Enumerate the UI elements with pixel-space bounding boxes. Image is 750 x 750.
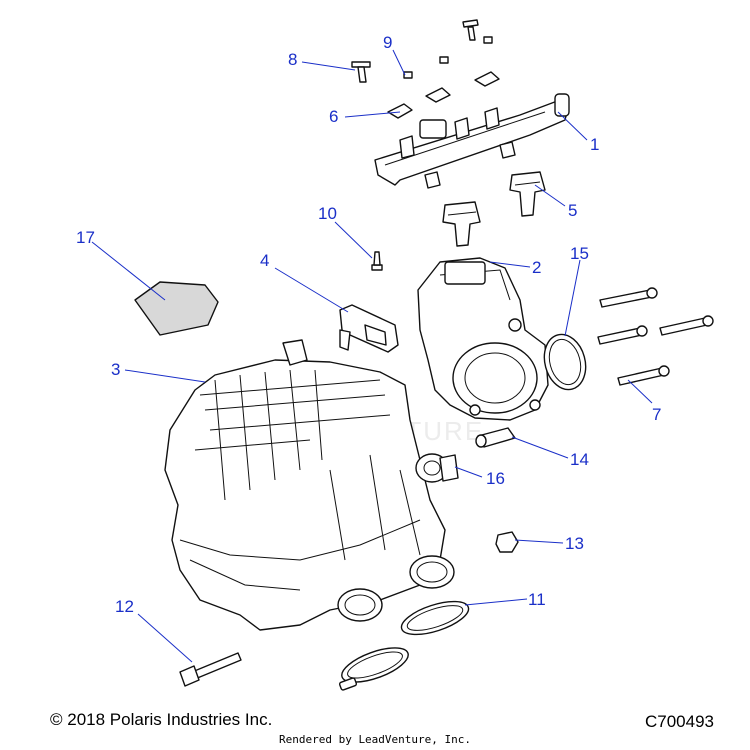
part-5-fuel-injector (442, 171, 546, 247)
callout-labels: 1 2 3 4 5 6 7 8 9 10 11 12 13 14 15 16 1… (76, 33, 661, 616)
callout-13: 13 (565, 534, 584, 553)
callout-14: 14 (570, 450, 589, 469)
callout-1: 1 (590, 135, 599, 154)
rendered-by-text: Rendered by LeadVenture, Inc. (278, 733, 472, 746)
part-4-sensor (339, 304, 399, 353)
callout-15: 15 (570, 244, 589, 263)
callout-11: 11 (528, 590, 546, 609)
part-7-bolts (597, 287, 714, 386)
callout-6: 6 (329, 107, 338, 126)
callout-7: 7 (652, 405, 661, 424)
callout-17: 17 (76, 228, 95, 247)
part-16-grommet (415, 453, 459, 483)
part-10-screw (371, 251, 383, 271)
copyright-text: © 2018 Polaris Industries Inc. (50, 710, 273, 729)
part-15-gasket (543, 333, 587, 391)
diagram-code: C700493 (644, 712, 714, 731)
part-11-hose-clamps (338, 600, 470, 691)
callout-4: 4 (260, 251, 269, 270)
callout-3: 3 (111, 360, 120, 379)
part-2-throttle-body (417, 257, 549, 421)
part-3-intake-manifold (164, 339, 455, 631)
callout-12: 12 (115, 597, 134, 616)
part-17-heat-shield-pad (134, 281, 219, 336)
part-6-clips (387, 71, 500, 119)
callout-8: 8 (288, 50, 297, 69)
callout-9: 9 (383, 33, 392, 52)
part-14-hose (475, 427, 516, 448)
part-13-plug (495, 531, 519, 553)
leader-lines (91, 49, 653, 663)
part-8-screw (351, 61, 371, 83)
part-1-fuel-rail (374, 93, 570, 189)
callout-5: 5 (568, 201, 577, 220)
part-9-screws (403, 19, 493, 79)
part-12-bolt (179, 652, 242, 687)
callout-16: 16 (486, 469, 505, 488)
callout-2: 2 (532, 258, 541, 277)
callout-10: 10 (318, 204, 337, 223)
